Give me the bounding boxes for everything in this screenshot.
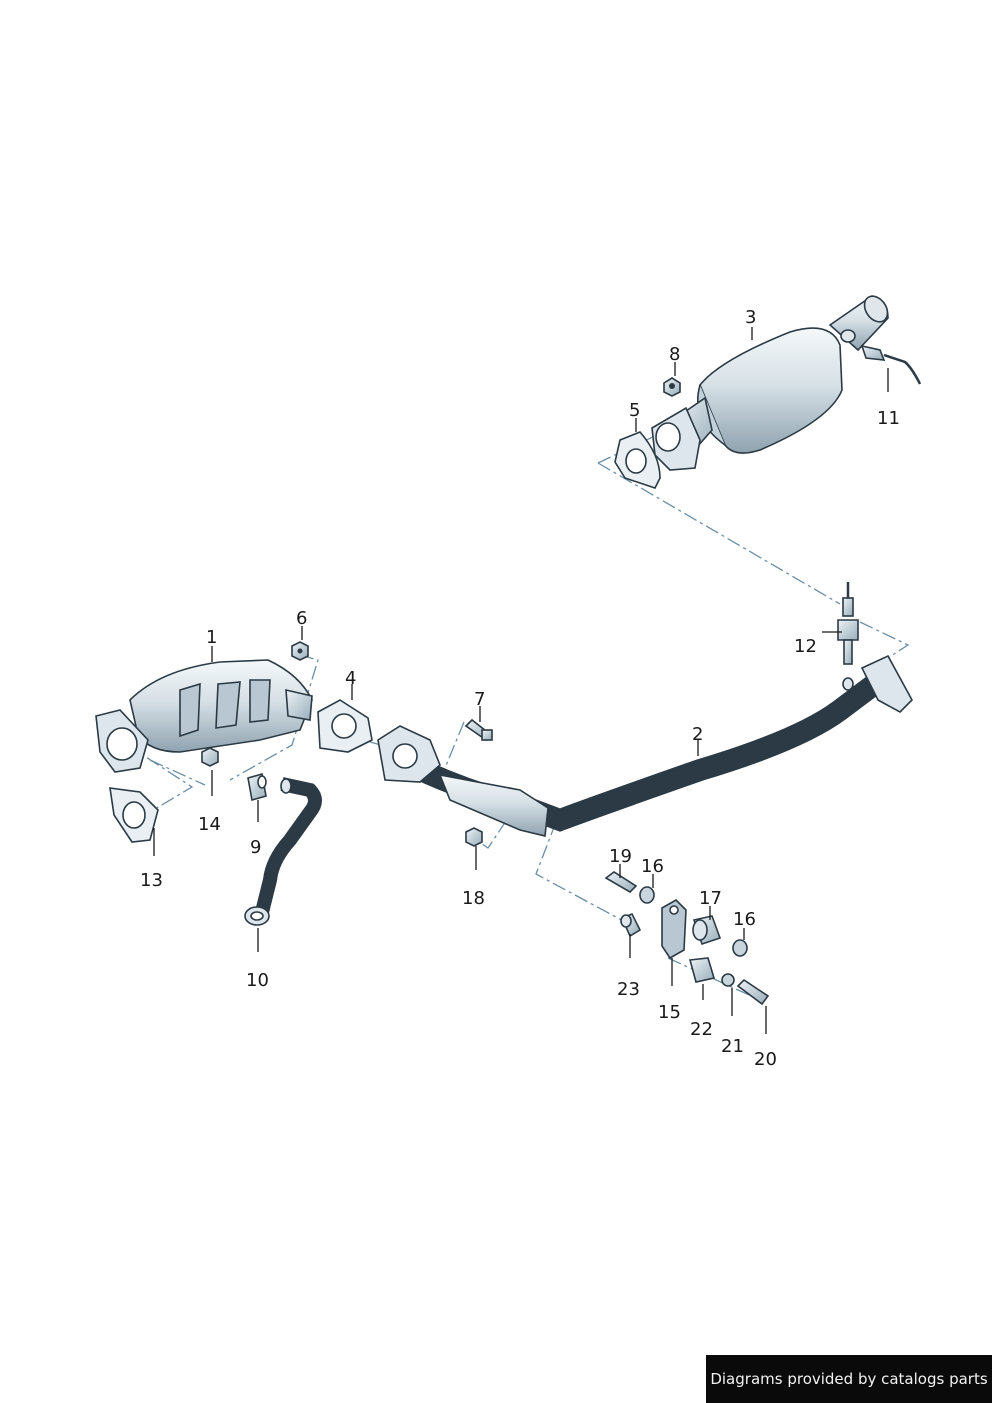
part-15-bracket [661,899,687,960]
callout-labels: 3 8 5 11 12 6 1 4 2 7 14 13 9 10 18 19 1… [140,307,900,1070]
part-11-lambda-sensor [860,344,922,385]
callout-2: 2 [692,724,703,745]
callout-7: 7 [474,689,485,710]
part-7-bolt [464,718,493,742]
part-19-bolt [604,871,638,894]
part-16-washer-a [639,886,655,904]
callout-20: 20 [754,1049,777,1070]
part-14-nut [201,747,219,767]
leader-lines [153,327,889,1034]
part-9-seal-ring [247,772,267,802]
callout-11: 11 [877,408,900,429]
callout-1: 1 [206,627,217,648]
callout-19: 19 [609,846,632,867]
callout-6: 6 [296,608,307,629]
callout-23: 23 [617,979,640,1000]
part-22-bushing [688,957,716,983]
callout-15: 15 [658,1002,681,1023]
part-17-rubber-mount [692,915,722,946]
part-5-gasket [614,431,661,489]
part-18-nut [465,827,483,847]
callout-13: 13 [140,870,163,891]
part-13-gasket [109,787,159,843]
callout-3: 3 [745,307,756,328]
part-6-nut [291,641,309,661]
callout-9: 9 [250,837,261,858]
callout-8: 8 [669,344,680,365]
callout-17: 17 [699,888,722,909]
callout-5: 5 [629,400,640,421]
part-4-gasket [317,699,373,753]
callout-10: 10 [246,970,269,991]
callout-16-upper: 16 [641,856,664,877]
attribution-banner: Diagrams provided by catalogs parts [706,1355,992,1403]
part-10-connecting-pipe [244,777,322,926]
part-23-spacer [620,912,642,938]
callout-12: 12 [794,636,817,657]
callout-16-lower: 16 [733,909,756,930]
callout-18: 18 [462,888,485,909]
callout-4: 4 [345,668,356,689]
part-12-temperature-sensor [837,582,859,665]
part-21-washer [721,973,735,987]
part-3-catalytic-converter-rear [651,295,889,471]
part-1-catalytic-converter-front [95,659,313,773]
part-8-nut [663,377,681,397]
part-20-bolt [736,978,770,1006]
callout-21: 21 [721,1036,744,1057]
part-2-exhaust-pipe [377,654,913,837]
callout-14: 14 [198,814,221,835]
callout-22: 22 [690,1019,713,1040]
part-16-washer-b [732,939,748,957]
attribution-text: Diagrams provided by catalogs parts [710,1370,988,1388]
